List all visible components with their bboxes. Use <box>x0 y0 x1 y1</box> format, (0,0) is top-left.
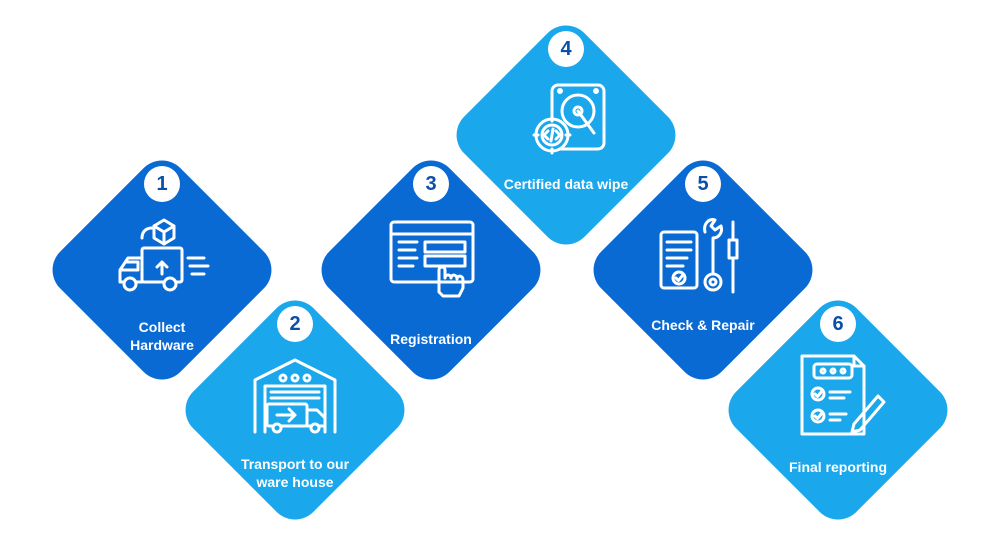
step-4-label: Certified data wipe <box>503 176 629 192</box>
step-3-label: Registration <box>390 331 472 347</box>
step-3-number: 3 <box>413 166 449 202</box>
step-1: 1 Collect Hardware <box>41 149 283 391</box>
delivery-truck-icon <box>112 212 212 298</box>
hard-drive-wipe-icon <box>516 77 616 163</box>
repair-tools-icon <box>653 212 753 298</box>
step-4: 4 Certified data wipe <box>445 14 687 256</box>
step-5: 5 Check & Repair <box>582 149 824 391</box>
step-3: 3 Registration <box>310 149 552 391</box>
step-2-label: Transport to our ware house <box>240 456 350 490</box>
step-2-number: 2 <box>277 306 313 342</box>
step-6-label: Final reporting <box>789 459 887 475</box>
step-5-label: Check & Repair <box>651 317 755 333</box>
step-4-number: 4 <box>548 31 584 67</box>
step-6-number: 6 <box>820 306 856 342</box>
report-document-icon <box>788 352 888 438</box>
step-1-number: 1 <box>144 166 180 202</box>
step-6: 6 Final reporting <box>717 289 959 531</box>
registration-form-icon <box>381 212 481 298</box>
step-1-label: Collect Hardware <box>130 319 194 353</box>
step-5-number: 5 <box>685 166 721 202</box>
step-2: 2 Transport to our ware house <box>174 289 416 531</box>
warehouse-truck-icon <box>245 352 345 438</box>
